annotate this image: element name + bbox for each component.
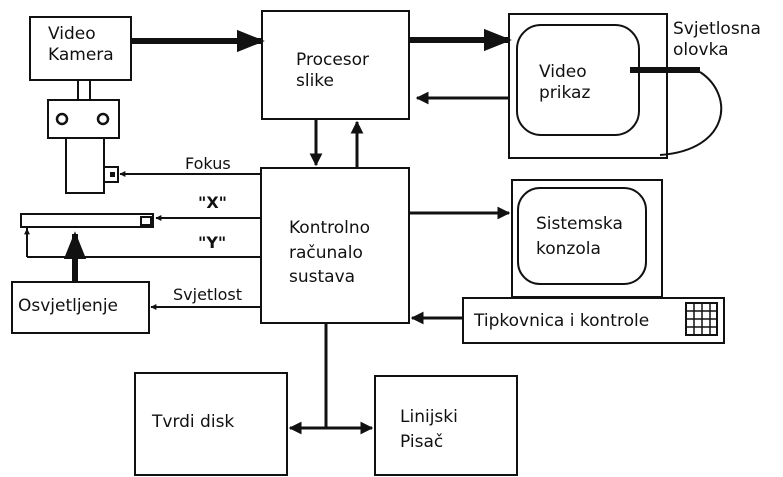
video-camera-label: Video Kamera — [48, 24, 114, 66]
system-console-label: Sistemska konzola — [536, 214, 623, 259]
light-label: Svjetlost — [173, 285, 243, 304]
image-processor-label: Procesor slike — [296, 50, 370, 92]
line-printer-box — [374, 375, 518, 476]
illumination-box — [11, 281, 150, 334]
hard-disk-box — [134, 372, 288, 476]
keyboard-box — [462, 297, 725, 344]
line-printer-label: Linijski Pisač — [400, 407, 458, 452]
video-camera-box — [29, 16, 132, 81]
video-display-monitor — [508, 13, 668, 159]
stage-platform — [20, 213, 154, 228]
x-axis-label: "X" — [198, 193, 228, 212]
camera-lens — [65, 137, 105, 194]
hard-disk-label: Tvrdi disk — [152, 412, 235, 432]
control-computer-box — [260, 167, 410, 324]
camera-dial-left — [55, 112, 69, 126]
keyboard-label: Tipkovnica i kontrole — [474, 311, 650, 331]
system-console-screen — [517, 187, 647, 285]
y-axis-label: "Y" — [198, 233, 227, 252]
video-display-label: Video prikaz — [539, 62, 591, 104]
focus-label: Fokus — [185, 154, 231, 173]
camera-dial-right — [96, 112, 110, 126]
control-computer-label: Kontrolno računalo sustava — [289, 218, 371, 288]
image-processor-box — [261, 10, 410, 120]
illumination-label: Osvjetljenje — [18, 296, 119, 316]
light-pen-label: Svjetlosna olovka — [673, 19, 761, 61]
video-display-screen — [516, 24, 640, 136]
focus-drive — [103, 166, 119, 183]
